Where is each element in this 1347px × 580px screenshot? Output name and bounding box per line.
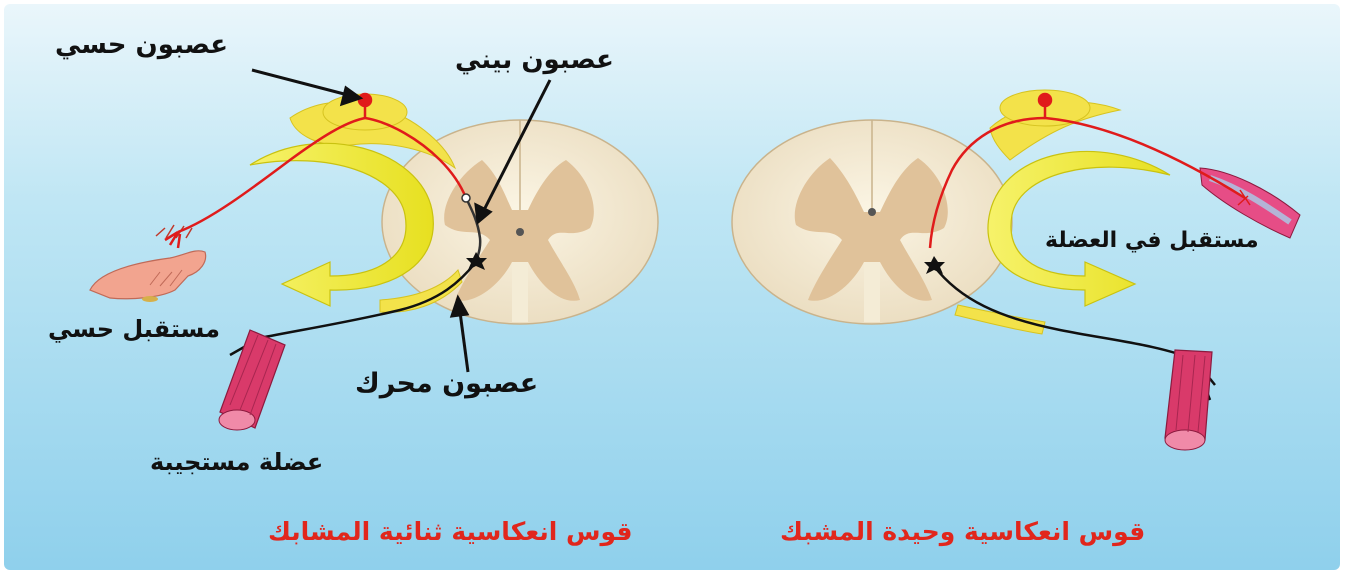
right-spinal-cord bbox=[732, 120, 1012, 324]
label-sensory-receptor: مستقبل حسي bbox=[48, 315, 220, 343]
effector-muscle bbox=[219, 330, 285, 430]
label-interneuron: عصبون بيني bbox=[455, 45, 614, 75]
right-effector-muscle bbox=[1165, 350, 1212, 450]
label-motor-neuron: عصبون محرك bbox=[355, 368, 538, 399]
sensory-receptor-hand bbox=[90, 225, 206, 302]
label-sensory-neuron: عصبون حسي bbox=[55, 30, 228, 60]
caption-right: قوس انعكاسية وحيدة المشبك bbox=[780, 517, 1145, 546]
caption-left: قوس انعكاسية ثنائية المشابك bbox=[268, 517, 633, 546]
label-effector-muscle: عضلة مستجيبة bbox=[150, 448, 323, 476]
label-muscle-receptor: مستقبل في العضلة bbox=[1045, 228, 1259, 253]
